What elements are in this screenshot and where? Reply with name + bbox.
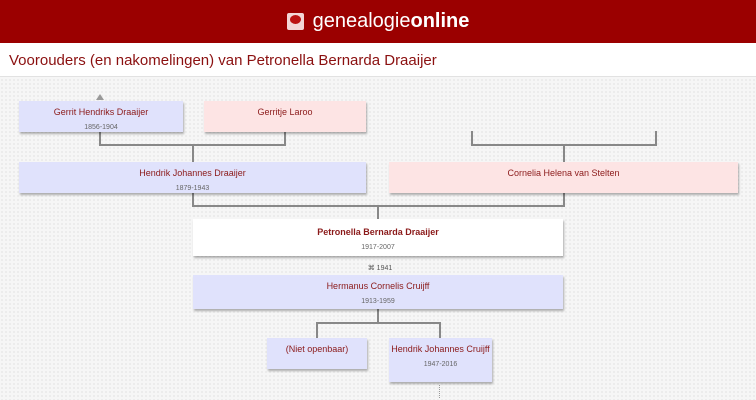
connector-line [377,309,379,324]
logo-text-genealogie: genealogie [312,10,411,32]
site-logo[interactable]: genealogieonline [286,10,470,33]
connector-line [192,144,194,162]
person-years: 1947-2016 [423,361,458,368]
person-years: 1879-1943 [175,185,210,192]
connector-line [439,322,441,338]
connector-line [316,322,441,324]
connector-line [316,322,318,338]
person-name: Hermanus Cornelis Cruijff [326,281,430,291]
person-name: Gerrit Hendriks Draaijer [53,107,149,117]
connector-line [377,205,379,219]
expand-ancestors-arrow-icon[interactable] [96,94,104,100]
logo-text-online: online [410,10,470,32]
person-years: 1917-2007 [361,244,395,251]
site-header: genealogieonline [0,0,756,43]
person-card-mother[interactable]: Cornelia Helena van Stelten [389,162,738,193]
descendants-dotted-line [439,385,440,398]
person-card-father[interactable]: Hendrik Johannes Draaijer 1879-1943 [19,162,366,193]
person-card-spouse[interactable]: Hermanus Cornelis Cruijff 1913-1959 [193,275,563,309]
person-years: 1856-1904 [84,124,118,131]
tree-icon [286,13,304,30]
title-bar: Voorouders (en nakomelingen) van Petrone… [0,43,756,77]
person-name: (Niet openbaar) [285,344,349,354]
person-name: Cornelia Helena van Stelten [507,168,620,178]
person-years: 1913-1959 [361,298,395,305]
connector-line [655,131,657,146]
person-card-gerritje-laroo[interactable]: Gerritje Laroo [204,101,366,132]
person-card-gerrit-hendriks-draaijer[interactable]: Gerrit Hendriks Draaijer 1856-1904 [19,101,183,132]
marriage-year: ⌘ 1941 [367,265,393,272]
person-name: Petronella Bernarda Draaijer [317,227,439,237]
connector-line [563,193,565,207]
person-name: Hendrik Johannes Cruijff [391,344,490,354]
person-card-child-hendrik[interactable]: Hendrik Johannes Cruijff 1947-2016 [389,338,492,382]
connector-line [284,132,286,146]
connector-line [471,131,473,146]
person-name: Hendrik Johannes Draaijer [139,168,246,178]
person-card-subject[interactable]: Petronella Bernarda Draaijer 1917-2007 [193,219,563,256]
connector-line [99,132,101,146]
page-title: Voorouders (en nakomelingen) van Petrone… [9,52,437,69]
person-name: Gerritje Laroo [257,107,313,117]
person-card-child-private[interactable]: (Niet openbaar) [267,338,367,369]
connector-line [563,144,565,162]
connector-line [192,193,194,207]
